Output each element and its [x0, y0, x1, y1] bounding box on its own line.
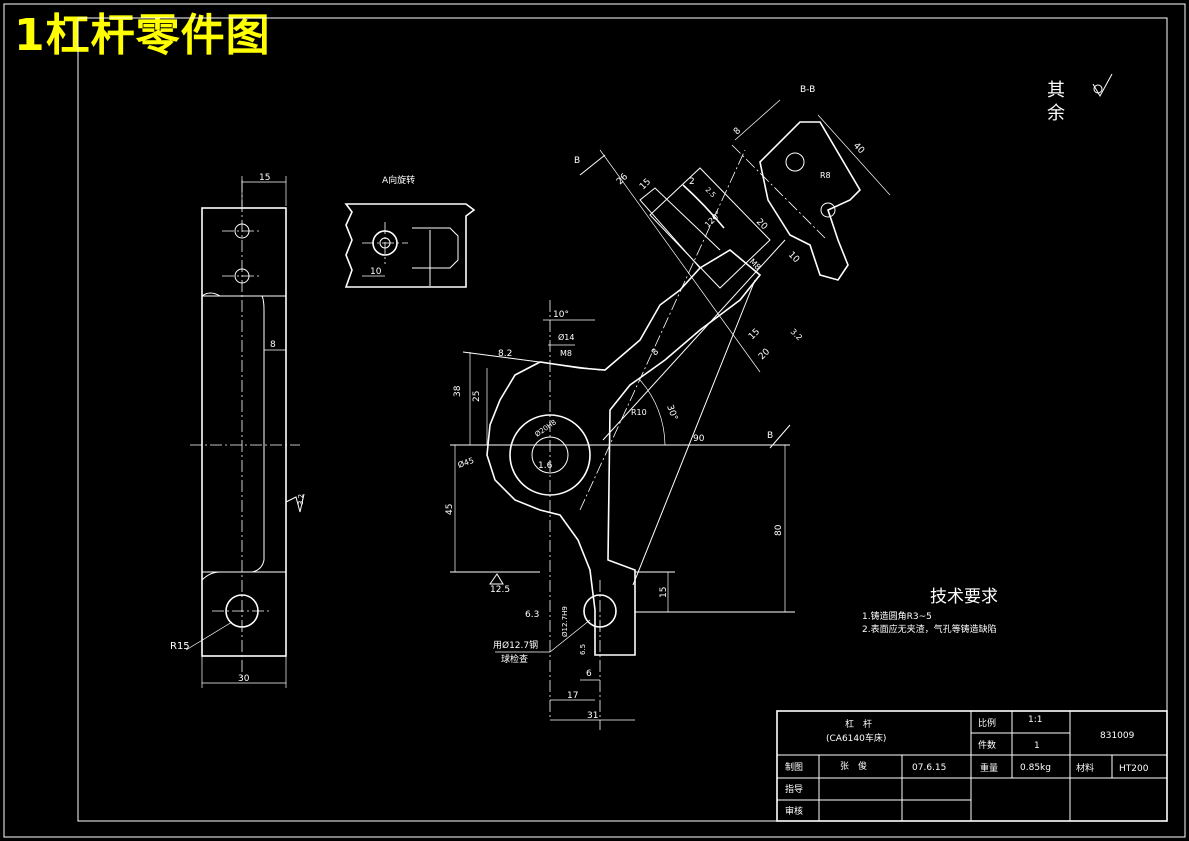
side-dim-15: 15 — [259, 173, 270, 183]
guide-label: 指导 — [785, 783, 803, 795]
dim-3-2b: 3.2 — [789, 327, 804, 342]
dim-12-5: 12.5 — [490, 585, 510, 595]
dim-20b: 20 — [757, 347, 772, 362]
scale-value: 1:1 — [1028, 715, 1042, 725]
view-a-dim-10: 10 — [370, 267, 382, 277]
weight-value: 0.85kg — [1020, 763, 1051, 773]
dim-80: 80 — [774, 524, 784, 536]
dim-120deg: 120° — [703, 209, 723, 229]
dim-25: 25 — [472, 391, 482, 402]
dim-45: 45 — [445, 504, 455, 515]
tech-req-title: 技术要求 — [930, 587, 998, 607]
dim-2: 2 — [689, 177, 695, 187]
view-a: A向旋转 10 — [344, 174, 476, 288]
ball-note-2: 球检查 — [501, 653, 528, 665]
bb-dim-r8: R8 — [820, 171, 831, 180]
side-dim-r15: R15 — [170, 641, 190, 652]
material-value: HT200 — [1119, 764, 1149, 774]
dim-8-2: 8.2 — [498, 349, 512, 359]
dim-8c: 8 — [650, 347, 661, 358]
dim-17: 17 — [567, 691, 578, 701]
dim-m8: M8 — [560, 349, 572, 358]
drawn-name: 张 俊 — [840, 760, 867, 772]
roughness-note-line2: 余 — [1047, 103, 1065, 124]
dim-d12-7: Ø12.7H9 — [561, 606, 569, 637]
main-view: 10° Ø14 M8 8.2 38 25 Ø20H8 Ø45 R10 30° 9… — [445, 149, 804, 730]
dim-38: 38 — [453, 385, 463, 397]
section-mark-b2: B — [767, 431, 773, 441]
dim-15c: 15 — [747, 327, 762, 342]
tech-req-item-2: 2.表面应无夹渣，气孔等铸造缺陷 — [862, 623, 997, 635]
part-name: 杠 杆 — [845, 718, 872, 730]
side-dim-8: 8 — [270, 340, 276, 350]
review-label: 审核 — [785, 805, 803, 817]
dim-6-3: 6.3 — [525, 610, 539, 620]
dim-20: 20 — [754, 217, 769, 232]
dim-1-6: 1.6 — [538, 461, 553, 471]
dim-r10: R10 — [631, 408, 647, 417]
title-block — [776, 710, 1168, 822]
qty-value: 1 — [1034, 741, 1040, 751]
outer-border — [3, 3, 1186, 838]
bb-dim-8: 8 — [732, 126, 743, 137]
machine-name: (CA6140车床) — [826, 732, 886, 744]
section-bb-label: B-B — [800, 85, 815, 95]
drawing-headline: 1杠杆零件图 — [14, 10, 271, 61]
dim-6-5: 6.5 — [579, 644, 587, 655]
dim-31: 31 — [587, 711, 598, 721]
side-view: 15 8 30 R15 3.2 — [170, 173, 305, 688]
tech-req-item-1: 1.铸造圆角R3~5 — [862, 610, 932, 622]
ball-note-1: 用Ø12.7钢 — [493, 639, 538, 651]
qty-label: 件数 — [978, 739, 996, 751]
dim-d14: Ø14 — [558, 332, 574, 342]
view-a-label: A向旋转 — [382, 174, 415, 186]
drawn-date: 07.6.15 — [912, 763, 946, 773]
inner-border — [77, 17, 1168, 822]
dim-15: 15 — [659, 587, 669, 598]
dim-6: 6 — [586, 669, 592, 679]
dim-90: 90 — [693, 434, 705, 444]
dim-d45: Ø45 — [456, 455, 475, 470]
section-bb: B-B 8 R8 40 — [731, 85, 891, 281]
drawn-label: 制图 — [785, 761, 803, 773]
drawing-number: 831009 — [1100, 731, 1135, 741]
weight-label: 重量 — [980, 762, 998, 774]
roughness-symbol — [1092, 73, 1113, 98]
dim-d20h: Ø20H8 — [534, 418, 558, 438]
material-label: 材料 — [1076, 762, 1094, 774]
roughness-note-line1: 其 — [1047, 80, 1065, 101]
dim-30deg: 30° — [664, 404, 679, 422]
dim-2-5: 2.5 — [704, 186, 718, 200]
dim-15b: 15 — [638, 177, 653, 192]
dim-10deg: 10° — [553, 310, 569, 320]
scale-label: 比例 — [978, 717, 996, 729]
dim-10: 10 — [786, 250, 801, 265]
side-dim-30: 30 — [238, 674, 250, 684]
side-rough: 3.2 — [297, 494, 305, 505]
section-mark-b1: B — [574, 156, 580, 166]
